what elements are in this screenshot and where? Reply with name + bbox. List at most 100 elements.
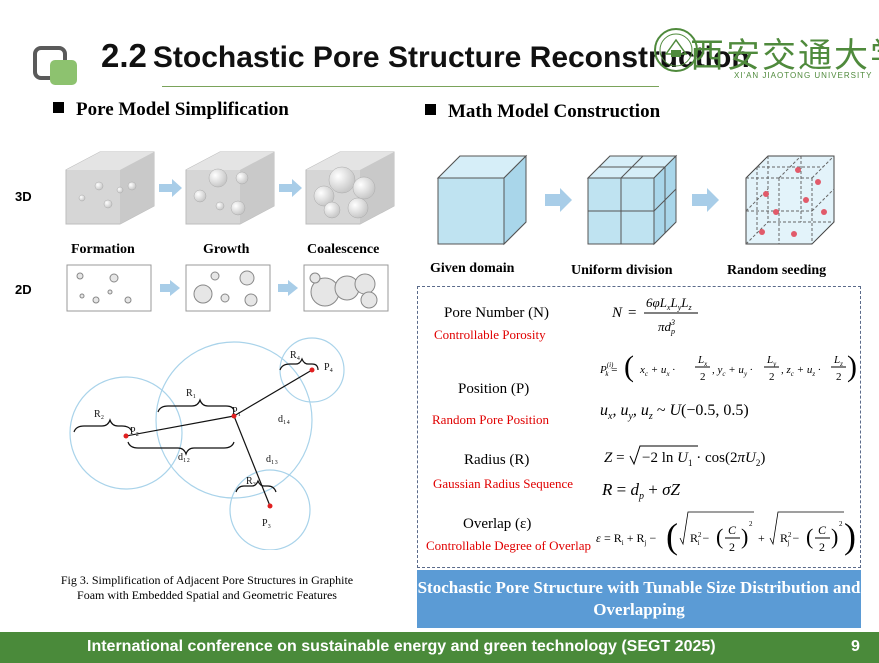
step-label-random-seeding: Random seeding bbox=[727, 263, 827, 278]
radius-formula: R = dp + σZ bbox=[601, 480, 680, 502]
svg-text:P(i)k =: P(i)k = bbox=[599, 361, 617, 378]
eq-subtitle-position: Random Pore Position bbox=[432, 412, 550, 427]
svg-text:+: + bbox=[758, 531, 765, 545]
svg-text:(: ( bbox=[666, 516, 678, 556]
label-p2: P₂ bbox=[130, 426, 139, 437]
footer-bar: International conference on sustainable … bbox=[0, 632, 879, 663]
row-label-2d: 2D bbox=[15, 282, 32, 297]
bullet-square-icon bbox=[425, 104, 436, 115]
svg-text:, zc + uz ·: , zc + uz · bbox=[781, 364, 821, 378]
pore-3d-sequence bbox=[65, 151, 395, 225]
pore-circle-1 bbox=[155, 341, 313, 499]
position-distribution-formula: ux, uy, uz ~ U(−0.5, 0.5) bbox=[600, 402, 749, 422]
svg-text:2: 2 bbox=[729, 540, 735, 554]
label-d14: d₁₄ bbox=[278, 414, 290, 425]
eq-name-overlap: Overlap (ε) bbox=[463, 516, 532, 532]
random-seeding-cube bbox=[745, 155, 835, 245]
svg-text:ux, uy, uz ~ U(−0.5, 0.5): ux, uy, uz ~ U(−0.5, 0.5) bbox=[600, 402, 749, 422]
svg-text:(: ( bbox=[806, 524, 813, 549]
eq-subtitle-porosity: Controllable Porosity bbox=[434, 327, 546, 342]
formation-2d-panel bbox=[66, 264, 152, 312]
label-r4: R₄ bbox=[290, 350, 301, 361]
eq-subtitle-radius: Gaussian Radius Sequence bbox=[433, 476, 574, 491]
eq-name-position: Position (P) bbox=[458, 381, 530, 397]
university-seal-icon bbox=[654, 28, 698, 72]
svg-text:=: = bbox=[628, 305, 636, 321]
svg-text:Z =: Z = bbox=[604, 450, 625, 466]
label-p4: P₄ bbox=[324, 362, 334, 373]
svg-text:2: 2 bbox=[769, 371, 775, 383]
logo-square-icon bbox=[50, 60, 77, 85]
conference-name: International conference on sustainable … bbox=[87, 638, 716, 655]
svg-text:): ) bbox=[831, 524, 838, 549]
svg-text:6φLxLyLz: 6φLxLyLz bbox=[646, 295, 693, 312]
title-text: Stochastic Pore Structure Reconstruction bbox=[152, 41, 750, 74]
label-d13: d₁₃ bbox=[266, 454, 278, 465]
svg-text:): ) bbox=[741, 524, 748, 549]
formation-3d-box bbox=[65, 151, 155, 225]
page-number: 9 bbox=[851, 638, 860, 655]
coalescence-2d-panel bbox=[303, 264, 389, 312]
uniform-division-cube bbox=[586, 154, 678, 246]
svg-text:2: 2 bbox=[836, 371, 842, 383]
step-label-uniform-division: Uniform division bbox=[571, 263, 673, 278]
label-r2: R₂ bbox=[94, 409, 104, 420]
svg-text:R = dp + σZ: R = dp + σZ bbox=[601, 480, 680, 502]
svg-text:−2 ln U1 · cos(2πU2): −2 ln U1 · cos(2πU2) bbox=[642, 450, 765, 468]
eq-name-pore-number: Pore Number (N) bbox=[444, 305, 549, 321]
arrow-icon bbox=[545, 188, 572, 212]
given-domain-cube bbox=[436, 154, 528, 246]
stage-label-growth: Growth bbox=[203, 242, 250, 257]
arrow-icon bbox=[692, 188, 719, 212]
svg-text:C: C bbox=[728, 523, 737, 537]
label-d12: d₁₂ bbox=[178, 452, 190, 463]
svg-text:2: 2 bbox=[839, 520, 843, 528]
svg-text:R2j −: R2j − bbox=[780, 531, 799, 547]
university-name-cn: 西安交通大学 bbox=[690, 36, 879, 76]
arrow-icon bbox=[160, 280, 180, 296]
label-p1: P₁ bbox=[232, 406, 241, 417]
pore-circle-2 bbox=[69, 376, 183, 490]
svg-text:Ly: Ly bbox=[766, 354, 777, 368]
svg-text:2: 2 bbox=[819, 540, 825, 554]
svg-text:2: 2 bbox=[700, 371, 706, 383]
arrow-icon bbox=[278, 280, 298, 296]
growth-3d-box bbox=[185, 151, 275, 225]
left-heading-text: Pore Model Simplification bbox=[76, 99, 289, 120]
equation-panel bbox=[417, 286, 861, 568]
svg-text:N: N bbox=[611, 305, 623, 321]
svg-text:Lx: Lx bbox=[697, 354, 708, 368]
svg-text:, yc + uy ·: , yc + uy · bbox=[712, 364, 753, 378]
arrow-icon bbox=[279, 179, 302, 197]
svg-text:): ) bbox=[847, 350, 856, 383]
svg-text:Lz: Lz bbox=[833, 354, 843, 368]
step-label-given-domain: Given domain bbox=[430, 261, 515, 276]
right-heading-text: Math Model Construction bbox=[448, 101, 661, 122]
left-section-heading: Pore Model Simplification bbox=[53, 99, 289, 121]
svg-text:(: ( bbox=[624, 350, 634, 383]
label-r1: R₁ bbox=[186, 388, 196, 399]
svg-text:): ) bbox=[844, 516, 856, 556]
svg-text:= Ri + Rj −: = Ri + Rj − bbox=[604, 531, 656, 547]
eq-subtitle-overlap: Controllable Degree of Overlap bbox=[426, 538, 591, 553]
label-r3: R₃ bbox=[246, 476, 256, 487]
title-underline bbox=[162, 86, 659, 87]
growth-2d-panel bbox=[185, 264, 271, 312]
university-name-en: XI'AN JIAOTONG UNIVERSITY bbox=[734, 71, 873, 80]
svg-text:xc + ux ·: xc + ux · bbox=[639, 364, 675, 378]
figure-caption: Fig 3. Simplification of Adjacent Pore S… bbox=[60, 573, 354, 602]
pore-geometry-diagram: R₂ P₂ R₁ P₁ R₄ P₄ R₃ P₃ d₁₂ d₁₃ d₁₄ bbox=[69, 337, 345, 550]
eq-name-radius: Radius (R) bbox=[464, 452, 530, 468]
coalescence-3d-box bbox=[305, 151, 395, 225]
stage-label-coalescence: Coalescence bbox=[307, 242, 380, 257]
radius-gaussian-formula: Z = −2 ln U1 · cos(2πU2) bbox=[604, 445, 765, 468]
svg-text:(: ( bbox=[716, 524, 723, 549]
right-section-heading: Math Model Construction bbox=[425, 101, 660, 123]
summary-banner: Stochastic Pore Structure with Tunable S… bbox=[417, 570, 861, 628]
svg-text:R2i −: R2i − bbox=[690, 531, 709, 547]
domain-cube-sequence bbox=[436, 154, 835, 246]
